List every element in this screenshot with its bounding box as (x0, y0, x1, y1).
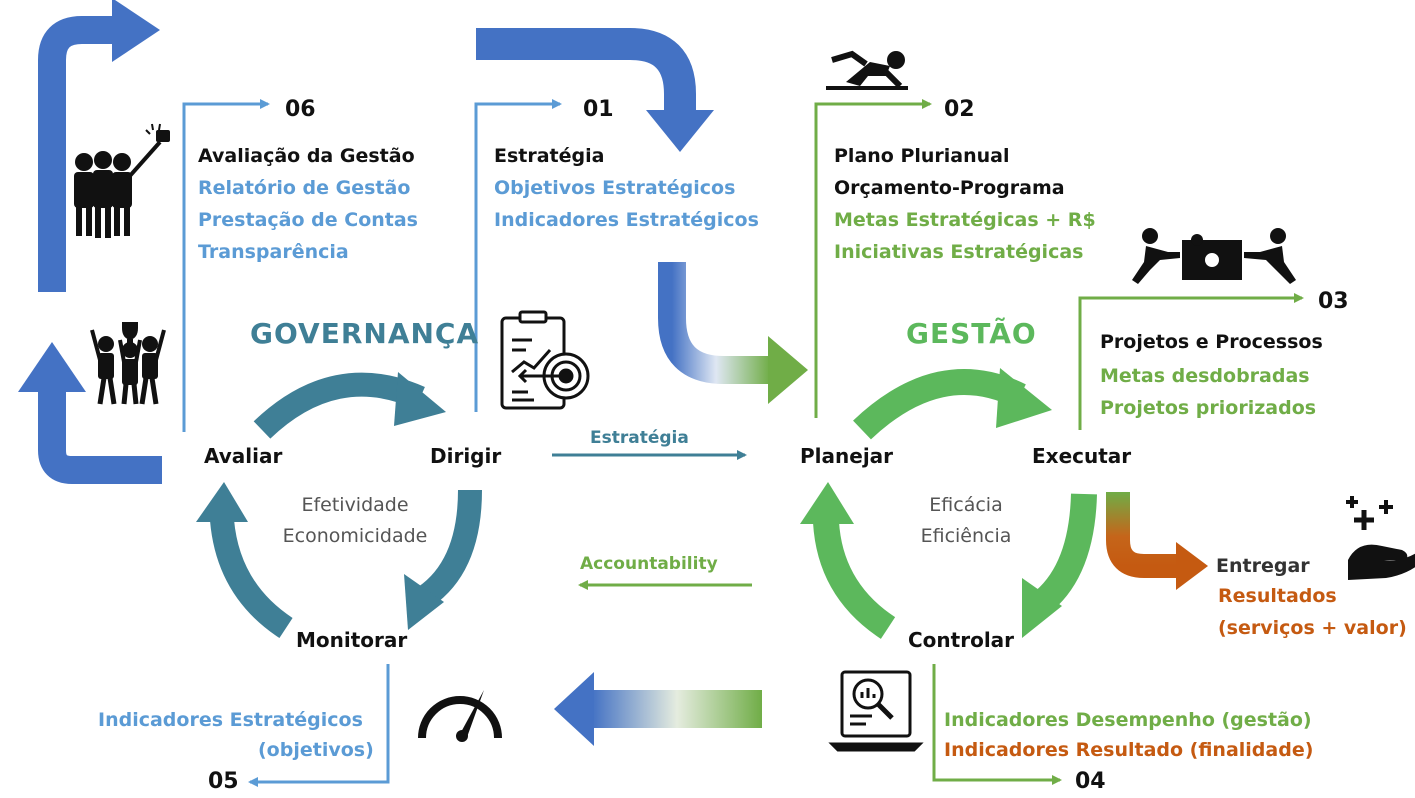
step-02-item: Metas Estratégicas + R$ (834, 209, 1096, 231)
step-03-item: Projetos priorizados (1100, 397, 1317, 419)
selfie-group-icon (74, 123, 170, 238)
step-06-title: Avaliação da Gestão (198, 145, 415, 167)
management-title: GESTÃO (906, 317, 1037, 350)
left-feedback-arrow (18, 0, 162, 484)
deliver-item: Resultados (1218, 585, 1337, 607)
step-02-title: Plano Plurianual (834, 145, 1010, 167)
step-06-item: Transparência (198, 241, 349, 263)
gauge-icon (418, 690, 502, 742)
step-05-item: (objetivos) (258, 739, 374, 761)
step-01-title: Estratégia (494, 145, 605, 167)
step-06-number: 06 (285, 97, 316, 122)
step-01-item: Objetivos Estratégicos (494, 177, 736, 199)
top-curved-arrow (476, 28, 714, 152)
laptop-analytics-icon (828, 670, 924, 752)
strategy-to-plan-arrow (658, 262, 808, 404)
step-04-item: Indicadores Resultado (finalidade) (944, 739, 1314, 761)
step-03-title: Projetos e Processos (1100, 331, 1323, 353)
step-04-item: Indicadores Desempenho (gestão) (944, 709, 1312, 731)
node-avaliar: Avaliar (204, 444, 283, 468)
hand-sparkle-icon (1346, 496, 1415, 580)
step-02-item: Iniciativas Estratégicas (834, 241, 1084, 263)
node-controlar: Controlar (908, 628, 1015, 652)
governance-center-line-2: Economicidade (282, 525, 428, 547)
step-03-number: 03 (1318, 289, 1349, 314)
management-center-line-2: Eficiência (920, 525, 1012, 547)
node-monitorar: Monitorar (296, 628, 408, 652)
node-dirigir: Dirigir (430, 444, 502, 468)
step-05-number: 05 (208, 769, 239, 794)
governance-title: GOVERNANÇA (250, 317, 480, 350)
step-02-number: 02 (944, 97, 975, 122)
step-05-item: Indicadores Estratégicos (98, 709, 363, 731)
deliver-label: Entregar (1216, 555, 1310, 577)
runner-start-icon (826, 50, 908, 90)
bottom-return-arrow (554, 672, 762, 746)
management-center-line-1: Eficácia (929, 494, 1003, 516)
governance-center-line-1: Efetividade (301, 494, 409, 516)
node-planejar: Planejar (800, 444, 894, 468)
deliver-arrow (1106, 492, 1208, 590)
deliver-item: (serviços + valor) (1218, 617, 1407, 639)
governance-cycle-arrows (196, 372, 482, 639)
management-cycle-arrows (800, 368, 1097, 639)
step-01-number: 01 (583, 97, 614, 122)
node-executar: Executar (1032, 444, 1132, 468)
flow-strategy-label: Estratégia (590, 428, 689, 448)
puzzle-team-icon (1132, 228, 1296, 284)
strategy-target-icon (500, 310, 590, 410)
step-01-item: Indicadores Estratégicos (494, 209, 759, 231)
step-02-title: Orçamento-Programa (834, 177, 1065, 199)
step-06-item: Relatório de Gestão (198, 177, 411, 199)
step-04-number: 04 (1075, 769, 1106, 794)
celebrating-team-icon (90, 322, 166, 405)
connector-lines (182, 99, 1304, 787)
step-03-item: Metas desdobradas (1100, 365, 1310, 387)
flow-accountability-label: Accountability (580, 554, 718, 574)
step-06-item: Prestação de Contas (198, 209, 418, 231)
